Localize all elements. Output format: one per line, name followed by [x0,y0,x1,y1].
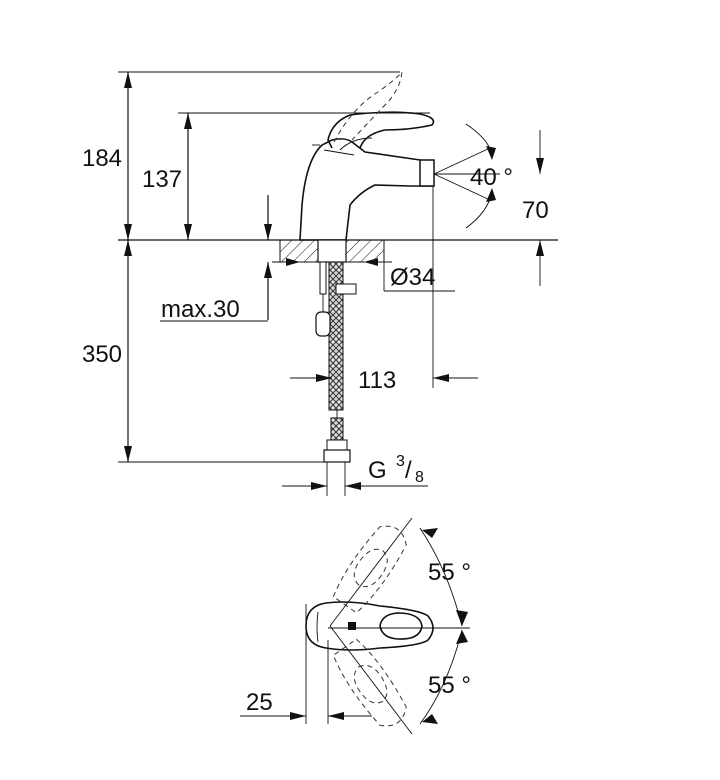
rotation-label-upper: 55 ° [428,559,471,586]
indicator-mark [348,622,356,630]
dimension-184: 184 [82,72,132,240]
dimension-label-350: 350 [82,341,122,368]
dimension-350: 350 [82,240,132,462]
dimension-connection: G 3 / 8 [282,453,428,496]
dimension-label-angle: 40 ° [470,164,513,191]
dimension-label-137: 137 [142,166,182,193]
connection-label-slash: / [405,457,412,484]
dimension-70: 70 [522,130,549,286]
dimension-spout-angle: 40 ° [433,123,513,229]
lever-rotated-up [332,525,407,614]
lever-alt-position [333,70,403,143]
dimension-label-70: 70 [522,197,549,224]
side-view: 184 137 350 max.30 [82,70,558,496]
rotation-label-lower: 55 ° [428,672,471,699]
dimension-label-184: 184 [82,145,122,172]
dimension-25: 25 [240,689,372,720]
connection-label-denominator: 8 [415,469,424,486]
top-view-body [305,601,434,651]
dimension-label-113: 113 [358,367,396,394]
dimension-label-max30: max.30 [161,296,240,323]
dimension-max30: max.30 [160,195,272,323]
dimension-rotation-upper: 55 ° [419,527,471,627]
connection-label-base: G [368,457,387,484]
connection-label-numerator: 3 [396,453,405,470]
hose [315,239,357,463]
dimension-diameter: Ø34 [346,261,455,292]
faucet-body [299,111,435,241]
dimension-label-25: 25 [246,689,273,716]
dimension-113: 113 [290,186,478,394]
lever-top-view [379,612,423,640]
lever-rotated-down [332,638,407,727]
top-view: 55 ° 55 ° 25 [240,517,471,735]
dimension-137: 137 [142,113,192,240]
dimension-label-diameter: Ø34 [390,264,435,291]
dimension-rotation-lower: 55 ° [419,629,471,725]
